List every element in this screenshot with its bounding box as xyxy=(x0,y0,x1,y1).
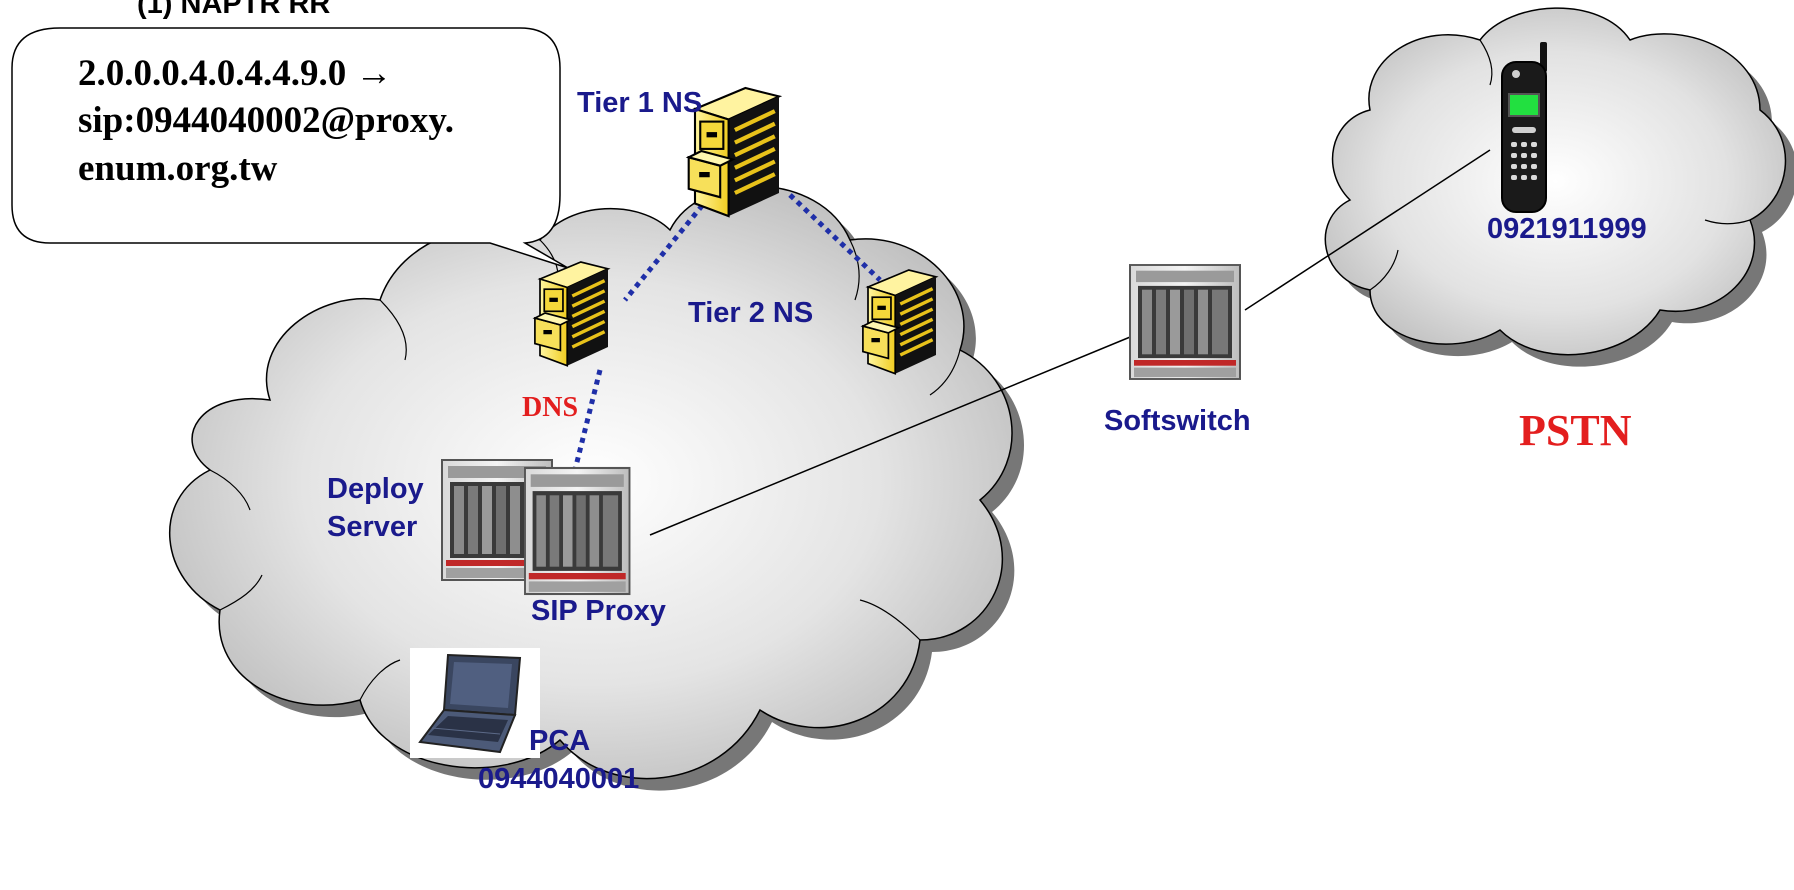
link-softswitch-phone xyxy=(1244,149,1491,311)
pca-label: PCA xyxy=(529,725,591,757)
naptr-line-2: sip:0944040002@proxy. xyxy=(78,100,455,142)
link-tier1-tier2 xyxy=(788,193,882,282)
pca-number-label: 0944040001 xyxy=(478,763,640,795)
mobile-phone xyxy=(1501,42,1547,213)
file-cabinet-icon xyxy=(533,260,610,368)
links xyxy=(572,149,1491,536)
file-cabinet-icon xyxy=(861,268,938,376)
deploy-server-label-line2: Server xyxy=(327,511,418,543)
pstn-cloud xyxy=(1324,7,1794,367)
dns-label: DNS xyxy=(522,392,579,423)
deploy-server-label-line1: Deploy xyxy=(327,473,424,505)
laptop-icon xyxy=(418,653,522,754)
naptr-line-3: enum.org.tw xyxy=(78,147,278,189)
server-rack-icon xyxy=(1129,264,1241,380)
phone-number-label: 0921911999 xyxy=(1487,213,1647,245)
callout-heading: (1) NAPTR RR xyxy=(137,0,331,20)
softswitch-label: Softswitch xyxy=(1104,405,1251,437)
pstn-label: PSTN xyxy=(1519,406,1632,455)
sip-proxy-label: SIP Proxy xyxy=(531,595,666,627)
pca-laptop xyxy=(410,648,540,758)
mobile-phone-icon xyxy=(1501,42,1547,213)
naptr-line-1: 2.0.0.0.4.0.4.4.9.0 → xyxy=(78,53,393,94)
tier2-ns-server xyxy=(861,268,938,376)
link-sipproxy-softswitch xyxy=(649,334,1136,536)
tier1-ns-label: Tier 1 NS xyxy=(577,87,703,119)
softswitch-server xyxy=(1129,264,1241,380)
sip-proxy-server xyxy=(523,466,631,596)
tier1-ns-server xyxy=(689,88,779,216)
naptr-record-text: 2.0.0.0.4.0.4.4.9.0 → sip:0944040002@pro… xyxy=(78,50,454,192)
dns-server xyxy=(533,260,610,368)
file-cabinet-icon xyxy=(689,88,779,216)
tier2-ns-label: Tier 2 NS xyxy=(688,297,814,329)
link-tier1-dns xyxy=(623,188,717,302)
server-rack-icon xyxy=(523,466,631,596)
link-dns-sipproxy xyxy=(572,369,603,471)
